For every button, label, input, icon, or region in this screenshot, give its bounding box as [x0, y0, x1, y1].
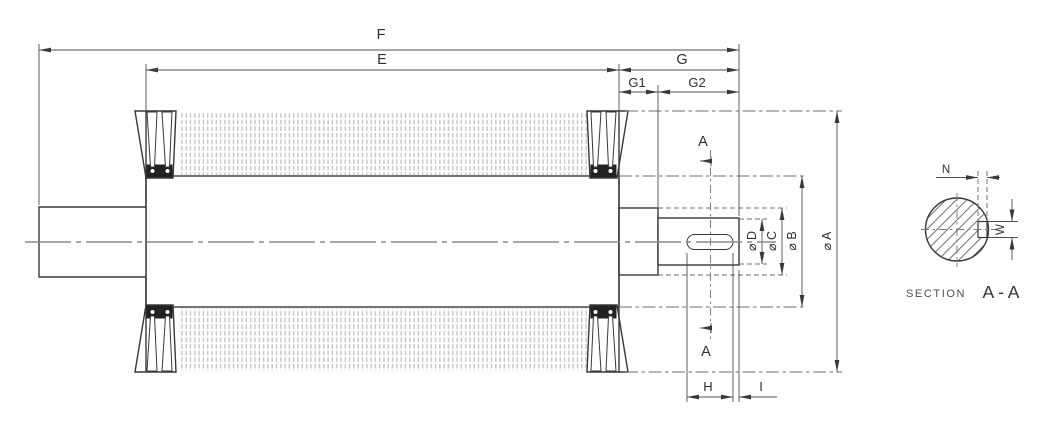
- section-caption-title: A - A: [983, 282, 1020, 302]
- dimension-dia-C: ⌀ C: [765, 208, 785, 275]
- section-cut-line: A A: [698, 134, 712, 360]
- section-caption: SECTION A - A: [906, 282, 1020, 302]
- dimension-F: F: [38, 27, 740, 216]
- dimension-W: W: [988, 199, 1018, 260]
- dimension-I: I: [738, 270, 777, 402]
- dim-label-dia-B: ⌀ B: [785, 231, 799, 250]
- dim-label-W: W: [995, 224, 1007, 235]
- dim-label-H: H: [703, 379, 712, 394]
- dimension-G1: G1: [619, 75, 659, 208]
- cut-label-A-bottom: A: [701, 344, 711, 360]
- dim-label-F: F: [377, 27, 386, 43]
- clamp-block-top-left: [134, 110, 177, 179]
- lagging-band-bottom: [179, 308, 589, 371]
- section-view: N W SECTION A - A: [906, 164, 1020, 302]
- phantom-extension-lines: [619, 110, 842, 373]
- dim-label-dia-A: ⌀ A: [820, 231, 834, 250]
- clamp-block-bottom-left: [134, 304, 177, 373]
- dimension-G2: G2: [658, 75, 739, 95]
- dim-label-G1: G1: [628, 75, 645, 90]
- dimension-dia-A: ⌀ A: [820, 111, 840, 372]
- clamp-block-bottom-right: [586, 304, 629, 373]
- dim-label-dia-C: ⌀ C: [765, 231, 779, 251]
- dimension-E: E: [145, 52, 620, 111]
- dimension-dia-B: ⌀ B: [785, 176, 805, 307]
- dim-label-G2: G2: [688, 75, 705, 90]
- dimension-G: G: [619, 52, 739, 73]
- dim-label-dia-D: ⌀ D: [745, 231, 759, 251]
- dim-label-G: G: [676, 52, 687, 68]
- cut-label-A-top: A: [698, 134, 708, 150]
- dim-label-E: E: [377, 52, 387, 68]
- dimension-N: N: [936, 164, 1000, 221]
- dim-label-N: N: [942, 164, 950, 176]
- clamp-block-top-right: [586, 110, 629, 179]
- section-caption-prefix: SECTION: [906, 288, 966, 300]
- lagging-band-top: [179, 112, 589, 175]
- dimension-H: H: [686, 253, 734, 402]
- dim-label-I: I: [759, 379, 763, 394]
